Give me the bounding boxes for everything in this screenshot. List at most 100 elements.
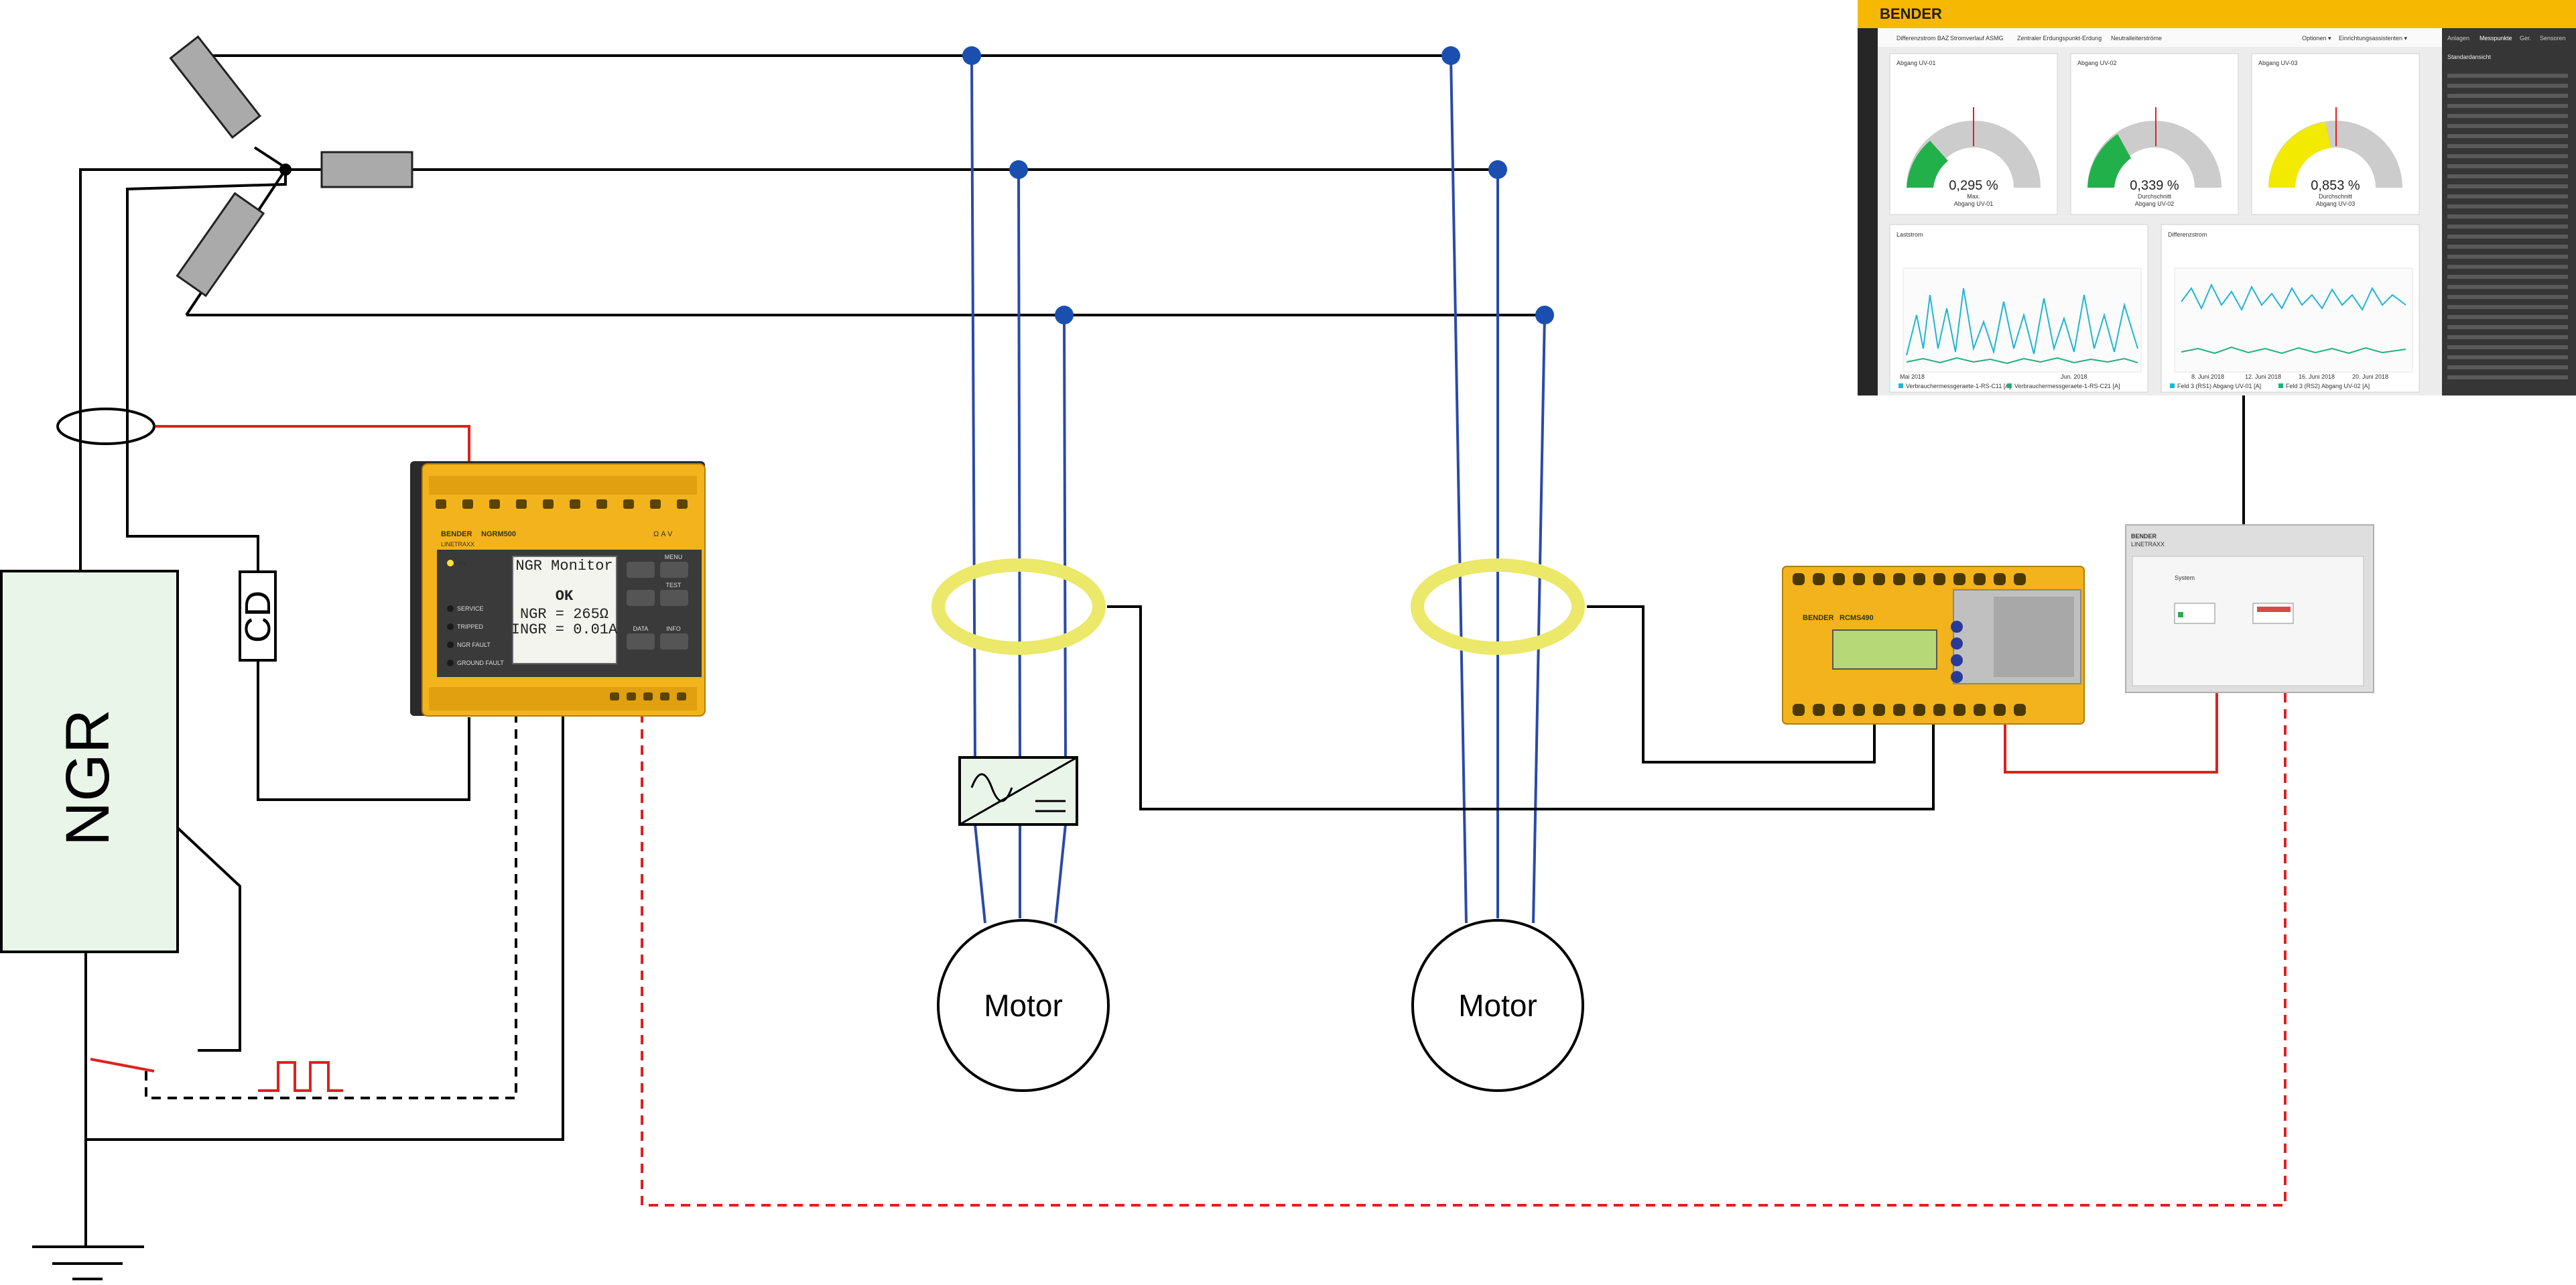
led-tripped-label: TRIPPED: [457, 623, 484, 630]
ac-sine-icon: [970, 773, 1013, 802]
rcm-to-gateway-red-wire: [2004, 692, 2218, 774]
chart-card-right: Differenzstrom 8. Juni 2018 12. Juni 201…: [2161, 224, 2420, 393]
switch-control-dashed: [145, 714, 517, 1099]
pulse-signal-icon: [258, 1061, 343, 1092]
rcms-button-3[interactable]: [1951, 654, 1963, 666]
ngr-monitor-lcd: [512, 556, 617, 664]
gauge-3-sub: Durchschnitt: [2319, 193, 2353, 200]
chart-right-x-tick-2: 12. Juni 2018: [2245, 373, 2281, 380]
chart-left-series-green: [1906, 357, 2138, 365]
gauge-card-1: Abgang UV-01 0,295 % Max. Abgang UV-01: [1889, 53, 2058, 215]
chart-right-legend-1: Feld 3 (RS1) Abgang UV-01 [A]: [2177, 383, 2261, 389]
gauge-3-title: Abgang UV-03: [2258, 60, 2298, 66]
data-button[interactable]: [627, 633, 655, 650]
trip-switch: [90, 714, 517, 1099]
side-tab-1[interactable]: Anlagen: [2447, 35, 2469, 42]
neutral-current-sensor: [56, 408, 155, 445]
dashboard-tab-1[interactable]: Differenzstrom BAZ: [1896, 35, 1949, 42]
menu-button-label: MENU: [665, 554, 683, 560]
ngr-monitor-brand: BENDER: [441, 530, 472, 538]
gateway-title: System: [2175, 574, 2195, 581]
led-ground-fault-label: GROUND FAULT: [457, 660, 504, 666]
dashboard-tab-4[interactable]: Neutralleiterströme: [2111, 35, 2162, 42]
neutral-to-cd: [126, 170, 287, 572]
lcd-ngr-value: NGR = 265Ω: [520, 606, 608, 623]
side-panel-title: Standardansicht: [2447, 54, 2492, 60]
dashboard-screenshot: BENDER Differenzstrom BAZ Stromverlauf A…: [1858, 0, 2576, 395]
rcms-button-1[interactable]: [1951, 621, 1963, 633]
side-tab-2[interactable]: Messpunkte: [2480, 35, 2512, 42]
side-tab-3[interactable]: Ger.: [2520, 35, 2531, 42]
dashboard-options-menu[interactable]: Optionen ▾: [2302, 35, 2331, 42]
gauge-1-value: 0,295 %: [1949, 178, 1998, 193]
dashboard-brand: BENDER: [1880, 5, 1942, 22]
dashboard-settings-menu[interactable]: Einrichtungsassistenten ▾: [2339, 35, 2408, 42]
ngr-monitor-device: BENDER NGRM500 LINETRAXX Ω A V NGR Monit…: [410, 461, 706, 717]
led-service-label: SERVICE: [457, 605, 483, 612]
chart-left-legend-1: Verbrauchermessgeraete-1-RS-C11 [A]: [1906, 383, 2011, 389]
rcms-brand: BENDER: [1803, 614, 1834, 622]
chart-right-legend-2: Feld 3 (RS2) Abgang UV-02 [A]: [2286, 383, 2370, 389]
motor-2-label: Motor: [1458, 988, 1537, 1023]
motor-1-label: Motor: [984, 988, 1063, 1023]
chart-right-title: Differenzstrom: [2168, 231, 2207, 238]
cd-component: [239, 570, 277, 662]
gauge-1-sub: Max.: [1967, 193, 1980, 200]
rcms-model: RCMS490: [1840, 614, 1874, 622]
chart-left-x-tick-1: Mai 2018: [1900, 373, 1925, 380]
chart-right-x-tick-4: 20. Juni 2018: [2352, 373, 2388, 380]
ngr-sense-wire: [176, 827, 241, 1052]
led-on-label: ON: [457, 560, 466, 566]
data-button-label: DATA: [633, 625, 649, 632]
test-button-label: TEST: [665, 582, 682, 589]
earth-ground-symbol: [32, 1245, 144, 1280]
info-button-label: INFO: [666, 625, 681, 632]
chart-left-title: Laststrom: [1896, 231, 1923, 238]
chart-card-left: Laststrom Mai 2018 Jun. 2018 Verbraucher…: [1889, 224, 2148, 393]
rcms-button-2[interactable]: [1951, 637, 1963, 650]
winding-l3: [176, 192, 265, 298]
ngr-monitor-series: LINETRAXX: [441, 541, 474, 548]
rcms-button-4[interactable]: [1951, 671, 1963, 683]
led-ngr-fault-label: NGR FAULT: [457, 641, 491, 648]
dashboard-topbar: [1858, 0, 2576, 28]
rcms-lcd: [1832, 629, 1937, 670]
gauge-2-sub: Durchschnitt: [2138, 193, 2172, 200]
side-tab-4[interactable]: Sensoren: [2540, 35, 2566, 42]
side-list-items: [2447, 74, 2568, 379]
ngr-resistor: [0, 570, 179, 953]
gauge-3-sub2: Abgang UV-03: [2316, 200, 2356, 207]
neutral-to-ngr: [79, 168, 285, 571]
dashboard-tab-3[interactable]: Zentraler Erdungspunkt-Erdung: [2017, 35, 2102, 42]
info-button[interactable]: [660, 633, 688, 650]
gateway-brand: BENDER: [2131, 533, 2157, 540]
rcms-device: BENDER RCMS490: [1782, 566, 2085, 725]
test-button[interactable]: [660, 590, 688, 606]
ct2-signal-wire: [1587, 605, 1876, 763]
sensor-red-wire: [155, 425, 470, 463]
gauge-3-fill: [2268, 122, 2331, 188]
chart-right-series-cyan: [2181, 283, 2406, 312]
menu-button[interactable]: [627, 562, 655, 578]
chart-left-legend-2: Verbrauchermessgeraete-1-RS-C21 [A]: [2014, 383, 2120, 389]
feeder2-current-transformer: [1411, 558, 1585, 655]
cd-to-monitor: [257, 660, 470, 801]
gateway-series: LINETRAXX: [2131, 541, 2165, 548]
gauge-2-fill: [2087, 134, 2131, 188]
frequency-converter: [958, 756, 1078, 826]
dashboard-tab-2[interactable]: Stromverlauf ASMG: [1950, 35, 2004, 42]
chart-right-series-green: [2181, 346, 2406, 355]
winding-l2: [320, 151, 413, 188]
gauge-3-value: 0,853 %: [2311, 178, 2360, 193]
chart-left-x-tick-2: Jun. 2018: [2061, 373, 2087, 380]
motor-2: Motor: [1411, 919, 1584, 1092]
gauge-card-3: Abgang UV-03 0,853 % Durchschnitt Abgang…: [2251, 53, 2420, 215]
ngr-monitor-model: NGRM500: [481, 530, 516, 538]
gauge-2-title: Abgang UV-02: [2077, 60, 2117, 66]
winding-l1: [169, 35, 261, 139]
gauge-2-value: 0,339 %: [2130, 178, 2179, 193]
transformer-windings: [169, 35, 413, 298]
cd-label: CD: [238, 591, 278, 643]
lcd-ingr-value: INGR = 0.01A: [511, 621, 618, 638]
